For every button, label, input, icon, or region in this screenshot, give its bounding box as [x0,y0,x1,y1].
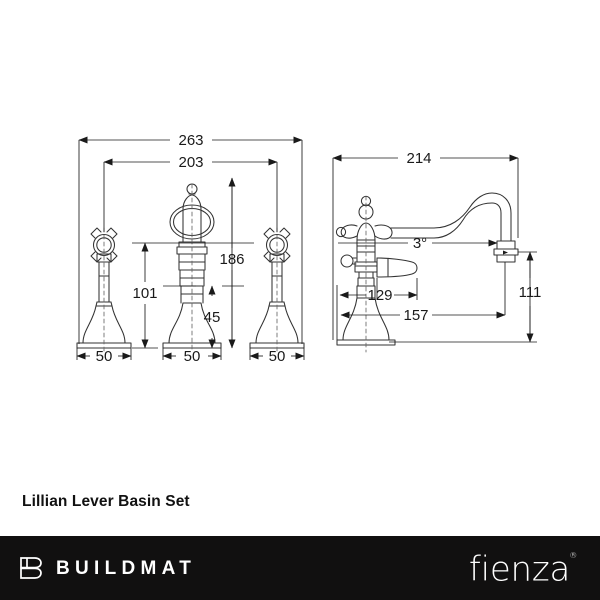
right-handle-assembly [249,227,305,353]
dim-overall-width: 263 [178,132,203,149]
dim-outlet-angle: 3° [413,235,427,252]
dim-spout-height: 186 [219,251,244,268]
technical-drawing: 263 203 101 186 45 50 50 50 [76,132,541,365]
dim-spout-base-diameter: 50 [184,348,201,365]
dim-right-base-diameter: 50 [269,348,286,365]
buildmat-b-mark-icon [20,557,42,579]
fienza-logo[interactable]: fienza® [469,549,578,586]
buildmat-wordmark: BUILDMAT [56,557,197,579]
side-view-dimensions [332,154,537,343]
dim-lever-reach: 129 [367,287,392,304]
registered-trademark-icon: ® [569,551,577,561]
dim-outlet-height: 111 [519,284,542,301]
side-elevation-body [335,192,519,353]
dim-tap-hole-spread: 203 [178,154,203,171]
buildmat-logo[interactable]: BUILDMAT [19,555,196,581]
fienza-wordmark: fienza [468,549,571,590]
drawing-svg: 263 203 101 186 45 50 50 50 [76,132,541,365]
side-view-dimension-labels: 214 3° 129 157 111 [367,150,541,324]
dim-spout-projection: 157 [403,307,428,324]
brand-footer: BUILDMAT fienza® [0,536,600,600]
dim-left-base-diameter: 50 [96,348,113,365]
left-view-dimensions [76,136,305,360]
left-view-dimension-labels: 263 203 101 186 45 50 50 50 [96,132,286,365]
dim-handle-height: 101 [132,285,157,302]
dim-spout-overall-width: 214 [406,150,431,167]
centre-spout-assembly [162,183,222,353]
dim-spout-base-height: 45 [204,309,221,326]
page-title: Lillian Lever Basin Set [22,493,190,510]
left-handle-assembly [76,227,132,353]
